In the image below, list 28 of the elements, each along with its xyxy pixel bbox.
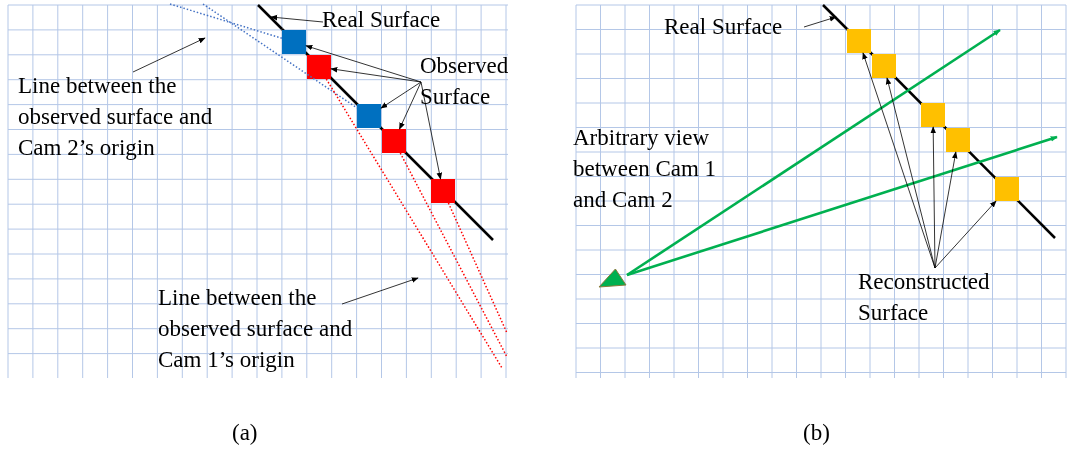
surface-patch — [282, 30, 306, 54]
sight-line — [447, 202, 508, 334]
camera-marker — [598, 268, 627, 288]
surface-patch — [921, 103, 945, 127]
surface-line — [822, 4, 848, 30]
view-arrow — [626, 135, 1058, 277]
surface-patch — [995, 177, 1019, 201]
surface-line — [257, 4, 283, 30]
sight-line — [169, 3, 283, 40]
surface-patch — [431, 179, 455, 203]
sight-line — [325, 78, 503, 369]
callout-label: Real Surface — [664, 11, 806, 42]
surface-patch — [382, 129, 406, 153]
callout-label: Line between the observed surface and Cam 2’s origin — [18, 70, 246, 163]
surface-patch — [872, 54, 896, 78]
surface-patch — [946, 128, 970, 152]
surface-patch — [847, 29, 871, 53]
sight-line — [202, 3, 358, 109]
callout-label: Line between the observed surface and Cam 1’s origin — [158, 282, 386, 375]
surface-patch — [307, 55, 331, 79]
callout-label: Real Surface — [322, 4, 452, 35]
callout-label: Arbitrary view between Cam 1 and Cam 2 — [573, 122, 738, 215]
callout-label: Observed Surface — [420, 50, 520, 112]
surface-patch — [357, 104, 381, 128]
panel-label: (a) — [232, 419, 258, 447]
callout-label: Reconstructed Surface — [858, 266, 1028, 328]
panel-label: (b) — [803, 419, 830, 447]
sight-line — [399, 152, 508, 358]
